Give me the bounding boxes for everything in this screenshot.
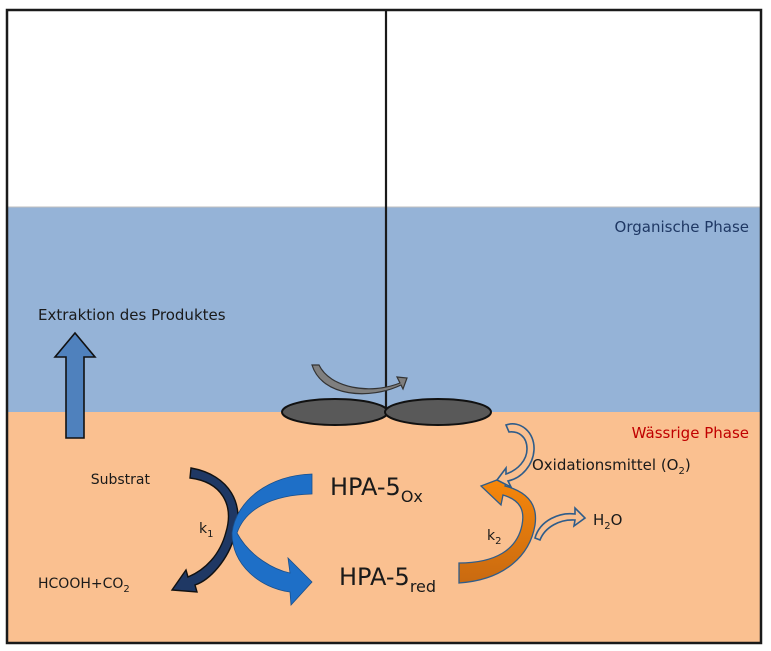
hpa-ox-label: HPA-5Ox [330,473,423,506]
k1-label: k1 [199,521,213,540]
k2-label: k2 [487,528,501,547]
extraction-arrow-icon [53,331,97,439]
aqueous-phase [8,412,760,642]
organic-phase [8,207,760,412]
water-arrow-icon [534,506,587,542]
k1-subscript: 1 [207,529,213,540]
water-subscript: 2 [604,521,610,532]
byproduct-subscript: 2 [123,584,129,595]
k1-base: k [199,521,208,537]
hpa-ox-base: HPA-5 [330,473,401,501]
oxidant-label: Oxidationsmittel (O2) [532,456,691,477]
hpa-red-base: HPA-5 [339,563,410,591]
substrate-arrow-icon [170,467,239,593]
oxidant-subscript: 2 [678,466,684,477]
rotation-arrow-icon [311,364,408,395]
oxidant-arrow-icon [495,423,535,489]
hpa-reduction-arrow-icon [231,473,313,606]
hpa-red-label: HPA-5red [339,563,436,596]
substrate-label: Substrat [91,472,151,488]
impeller-blade-left [281,398,389,426]
byproduct-base: HCOOH+CO [38,576,123,592]
hpa-ox-subscript: Ox [401,487,423,506]
water-label: H2O [593,511,622,532]
oxidant-base: Oxidationsmittel (O [532,456,678,474]
reactor-frame [5,8,763,645]
hpa-red-subscript: red [410,577,436,596]
headspace [8,10,760,207]
organic-phase-label: Organische Phase [615,218,749,236]
water-tail: O [611,511,623,529]
oxidant-tail: ) [685,456,691,474]
water-base: H [593,511,604,529]
impeller-blade-right [384,398,492,426]
aqueous-phase-label: Wässrige Phase [632,424,749,442]
k2-subscript: 2 [495,536,501,547]
byproduct-label: HCOOH+CO2 [38,576,130,595]
extraction-label: Extraktion des Produktes [38,306,226,324]
k2-base: k [487,528,496,544]
